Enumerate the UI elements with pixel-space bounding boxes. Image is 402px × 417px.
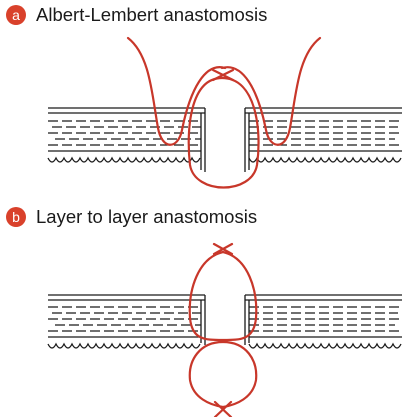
panel-albert-lembert: a Albert-Lembert anastomosis <box>0 0 402 190</box>
panel-a-title: Albert-Lembert anastomosis <box>36 4 268 25</box>
suture-layer-to-layer <box>188 242 258 417</box>
suture-albert-lembert <box>126 36 322 189</box>
tissue-right-wall <box>244 107 402 172</box>
panel-b-heading: b Layer to layer anastomosis <box>6 206 257 228</box>
tissue-left-wall-b <box>47 294 206 349</box>
panel-layer-to-layer: b Layer to layer anastomosis <box>0 200 402 417</box>
tissue-right-wall-b <box>244 294 402 349</box>
layer-to-layer-diagram <box>47 242 402 417</box>
panel-b-title: Layer to layer anastomosis <box>36 206 258 227</box>
tissue-left-wall <box>47 107 206 172</box>
albert-lembert-diagram <box>47 36 402 189</box>
panel-b-badge: b <box>6 207 26 227</box>
panel-a-badge: a <box>6 5 26 25</box>
panel-a-heading: a Albert-Lembert anastomosis <box>6 4 267 26</box>
